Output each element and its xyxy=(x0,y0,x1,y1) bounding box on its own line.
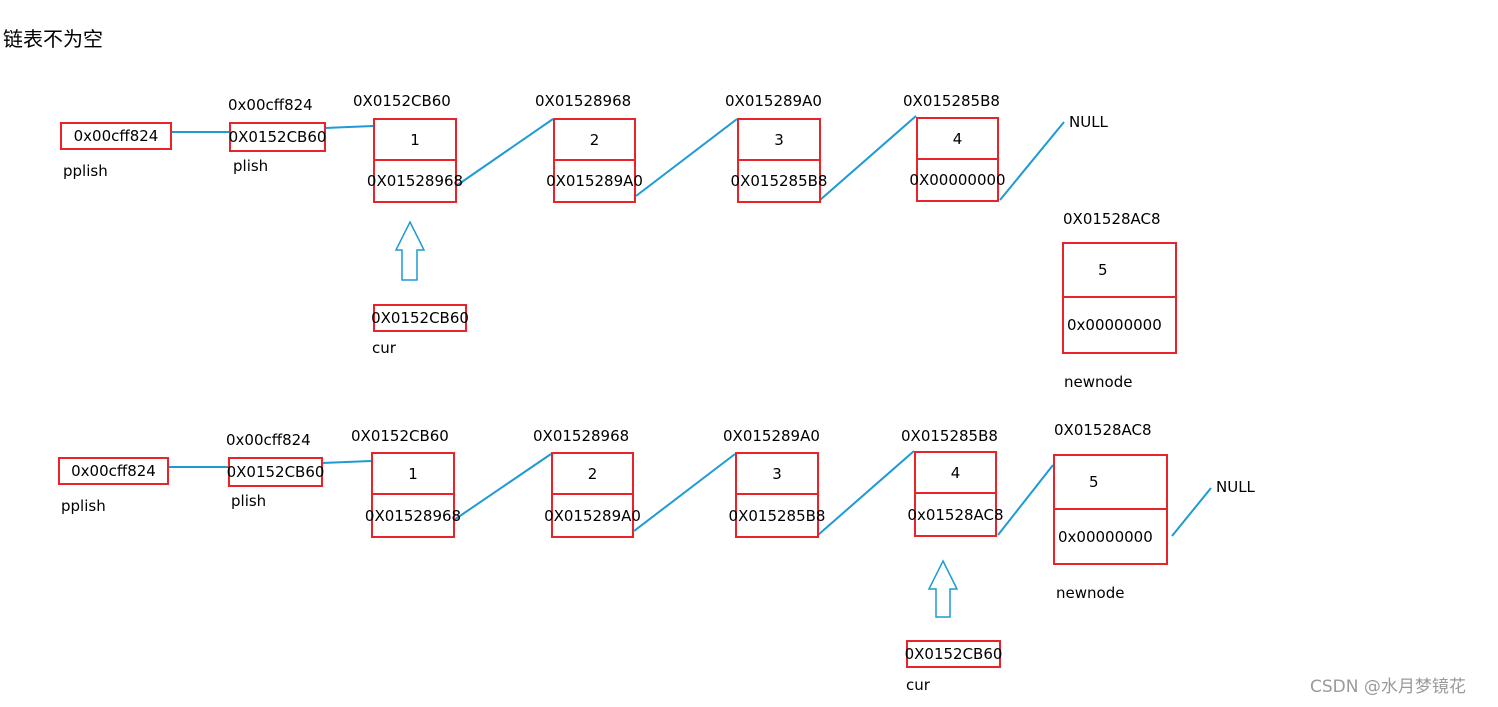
node-next: 0X01528968 xyxy=(364,506,462,525)
newnode-label: newnode xyxy=(1064,373,1133,391)
node-data-cell: 1 xyxy=(371,452,455,495)
plist-address: 0x00cff824 xyxy=(226,431,311,449)
null-label: NULL xyxy=(1216,478,1255,496)
newnode-label: newnode xyxy=(1056,584,1125,602)
node-data: 1 xyxy=(410,130,420,149)
newnode-data: 5 xyxy=(1098,261,1108,279)
link-node2-node3-b xyxy=(633,453,736,532)
node-data-cell: 2 xyxy=(553,118,636,161)
node-next: 0X015289A0 xyxy=(544,506,641,525)
node-next: 0X015289A0 xyxy=(546,172,643,190)
newnode-next-cell: 0x00000000 xyxy=(1062,296,1177,354)
link-node1-node2 xyxy=(455,118,554,187)
link-plist-node1 xyxy=(324,125,374,129)
pplist-box: 0x00cff824 xyxy=(58,457,169,485)
node-address: 0X0152CB60 xyxy=(351,427,449,445)
node-next-cell: 0X015289A0 xyxy=(544,493,641,538)
cur-label: cur xyxy=(906,676,930,694)
node-data-cell: 3 xyxy=(735,452,819,495)
node-address: 0X01528968 xyxy=(533,427,630,445)
up-arrow-icon xyxy=(394,220,426,281)
node-next: 0X00000000 xyxy=(909,171,1006,189)
link-node1-node2-b xyxy=(453,453,552,521)
newnode-next: 0x00000000 xyxy=(1058,527,1153,546)
cur-box: 0X0152CB60 xyxy=(904,640,1003,668)
cur-box: 0X0152CB60 xyxy=(371,304,469,332)
cur-value: 0X0152CB60 xyxy=(371,309,469,327)
node-address: 0X015285B8 xyxy=(901,427,998,445)
cur-value: 0X0152CB60 xyxy=(904,645,1003,663)
plist-address: 0x00cff824 xyxy=(228,96,313,114)
newnode-data-cell: 5 xyxy=(1053,454,1168,510)
link-newnode-null-b xyxy=(1171,487,1212,537)
node-data: 3 xyxy=(772,464,782,483)
node-next-cell: 0X015289A0 xyxy=(546,159,643,203)
node-data-cell: 1 xyxy=(373,118,457,161)
node-data: 2 xyxy=(589,130,600,149)
node-address: 0X015289A0 xyxy=(725,92,822,110)
newnode-address: 0X01528AC8 xyxy=(1054,421,1152,439)
pplist-box: 0x00cff824 xyxy=(60,122,172,150)
plist-value: 0X0152CB60 xyxy=(228,128,327,146)
node-next-cell: 0X00000000 xyxy=(909,158,1006,202)
plist-label: plish xyxy=(231,492,267,510)
newnode-next: 0x00000000 xyxy=(1067,316,1162,334)
node-data-cell: 3 xyxy=(737,118,821,161)
node-next: 0X01528968 xyxy=(366,172,464,190)
node-next-cell: 0X015285B8 xyxy=(729,493,825,538)
node-data: 4 xyxy=(952,129,963,148)
node-address: 0X0152CB60 xyxy=(353,92,451,110)
node-address: 0X015285B8 xyxy=(903,92,1000,110)
node-next-cell: 0X015285B8 xyxy=(731,159,827,203)
plist-box: 0X0152CB60 xyxy=(226,457,325,487)
pplist-value: 0x00cff824 xyxy=(73,127,159,145)
pplist-label: pplish xyxy=(61,497,106,515)
node-next-cell: 0X01528968 xyxy=(367,159,463,203)
node-address: 0X01528968 xyxy=(535,92,632,110)
node-next-cell: 0x01528AC8 xyxy=(907,492,1004,537)
node-data: 1 xyxy=(408,464,418,483)
link-node2-node3 xyxy=(635,118,738,197)
plist-label: plish xyxy=(233,157,269,175)
null-label: NULL xyxy=(1069,113,1108,131)
plist-value: 0X0152CB60 xyxy=(226,463,325,481)
node-next: 0x01528AC8 xyxy=(907,505,1004,524)
node-data-cell: 2 xyxy=(551,452,634,495)
newnode-data-cell: 5 xyxy=(1062,242,1177,298)
node-next-cell: 0X01528968 xyxy=(365,493,461,538)
node-next: 0X015285B8 xyxy=(728,506,826,525)
pplist-value: 0x00cff824 xyxy=(71,462,156,480)
node-data-cell: 4 xyxy=(914,451,997,494)
link-node4-newnode-b xyxy=(997,464,1054,536)
plist-box: 0X0152CB60 xyxy=(229,122,326,152)
node-next: 0X015285B8 xyxy=(730,172,828,190)
newnode-next-cell: 0x00000000 xyxy=(1053,508,1168,565)
diagram-title: 链表不为空 xyxy=(3,27,103,51)
node-data-cell: 4 xyxy=(916,117,999,160)
link-node3-node4 xyxy=(819,115,917,201)
pplist-label: pplish xyxy=(63,162,108,180)
node-address: 0X015289A0 xyxy=(723,427,820,445)
link-plist-node1-b xyxy=(321,460,372,464)
newnode-data: 5 xyxy=(1089,473,1099,491)
node-data: 4 xyxy=(950,463,961,482)
newnode-address: 0X01528AC8 xyxy=(1063,210,1161,228)
node-data: 2 xyxy=(587,464,598,483)
node-data: 3 xyxy=(774,130,784,149)
cur-label: cur xyxy=(372,339,396,357)
link-node3-node4-b xyxy=(817,450,915,536)
watermark: CSDN @水月梦镜花 xyxy=(1310,677,1466,697)
up-arrow-icon xyxy=(927,559,959,618)
link-node4-null xyxy=(999,121,1065,201)
